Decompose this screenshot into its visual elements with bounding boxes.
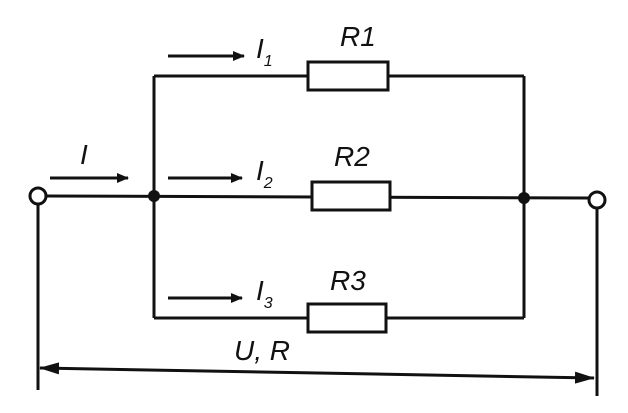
total-current-label: I <box>80 139 88 170</box>
resistor-r1-label: R1 <box>340 21 376 52</box>
branch-2-current-label: I2 <box>256 155 273 192</box>
measurement-label: U, R <box>234 335 290 366</box>
resistor-r2-label: R2 <box>334 141 370 172</box>
left-terminal <box>28 186 48 206</box>
right-junction-dot <box>518 192 530 204</box>
measurement-arrow <box>39 362 595 384</box>
branch-3-current-label: I3 <box>256 275 273 312</box>
resistor-r2 <box>310 180 392 212</box>
resistor-r3 <box>306 302 388 334</box>
right-terminal <box>587 190 607 210</box>
resistor-r1 <box>306 60 390 92</box>
branch-1-current-label: I1 <box>256 33 273 70</box>
resistor-r3-label: R3 <box>330 265 366 296</box>
left-junction-dot <box>148 190 160 202</box>
